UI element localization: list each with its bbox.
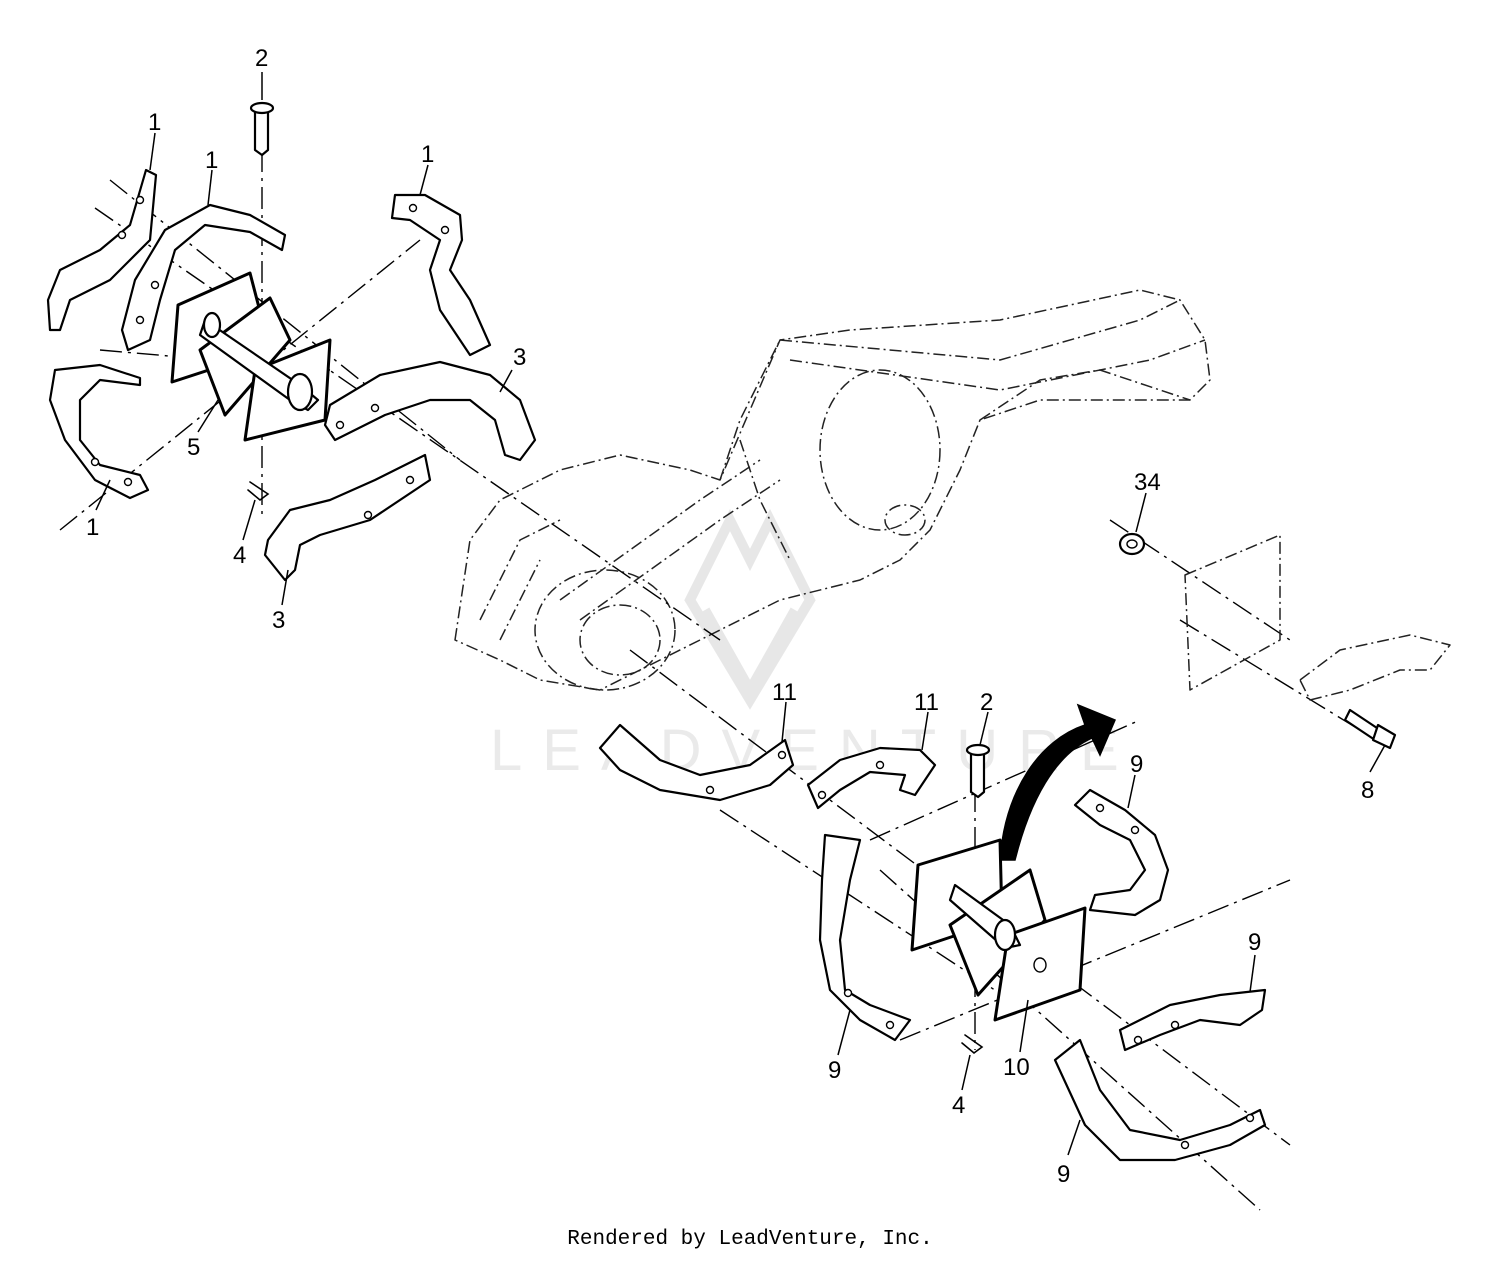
tine-11-right xyxy=(806,746,937,810)
clevis-pin xyxy=(249,101,275,157)
tine-9-bottom xyxy=(1053,1038,1267,1162)
watermark-logo-icon xyxy=(684,508,816,710)
callout-10: 10 xyxy=(1003,1054,1030,1081)
tine-1-upper xyxy=(120,203,287,352)
hairpin-clip xyxy=(247,481,270,502)
callout-8: 8 xyxy=(1361,777,1374,804)
tine-11-left xyxy=(598,723,795,802)
tine-9-left xyxy=(818,833,912,1042)
callout-1: 1 xyxy=(86,514,99,541)
tine-1-upper-left xyxy=(46,168,158,332)
callout-9: 9 xyxy=(1057,1161,1070,1188)
callout-2: 2 xyxy=(980,689,993,716)
watermark-text: LEADVENTURE xyxy=(490,718,1139,783)
ghost-tine xyxy=(1299,634,1451,701)
callout-labels: 1 1 1 1 2 2 3 3 4 4 5 34 8 11 11 9 9 9 9… xyxy=(86,45,1374,1188)
left-tine-assembly xyxy=(46,101,537,582)
callout-4: 4 xyxy=(952,1092,965,1119)
callout-1: 1 xyxy=(148,109,161,136)
transmission-housing-outline xyxy=(454,289,1211,691)
right-tine-parts xyxy=(1118,532,1451,750)
rotation-direction-arrow-icon xyxy=(999,703,1116,861)
callout-2: 2 xyxy=(255,45,268,72)
callout-1: 1 xyxy=(421,141,434,168)
hairpin-clip xyxy=(961,1034,984,1055)
callout-3: 3 xyxy=(272,607,285,634)
callout-11: 11 xyxy=(772,679,797,706)
tine-1-upper-right xyxy=(390,193,492,357)
lower-tine-assembly xyxy=(598,703,1267,1162)
callout-34: 34 xyxy=(1134,469,1161,496)
callout-9: 9 xyxy=(1248,929,1261,956)
callout-3: 3 xyxy=(513,344,526,371)
tine-9-upper-right xyxy=(1073,788,1170,917)
tine-1-lower-left xyxy=(48,363,150,500)
callout-9: 9 xyxy=(828,1057,841,1084)
hex-bolt xyxy=(1343,708,1397,750)
tine-3-lower xyxy=(263,453,432,582)
callout-4: 4 xyxy=(233,542,246,569)
tine-3-right xyxy=(323,360,537,462)
watermark: LEADVENTURE xyxy=(490,508,1139,783)
callout-1: 1 xyxy=(205,147,218,174)
callout-5: 5 xyxy=(187,434,200,461)
ghost-plate xyxy=(1184,534,1281,691)
footer-credit: Rendered by LeadVenture, Inc. xyxy=(567,1228,933,1251)
callout-9: 9 xyxy=(1130,751,1143,778)
callout-leaders xyxy=(95,72,1386,1156)
clevis-pin xyxy=(965,743,991,799)
tine-9-right xyxy=(1118,988,1267,1052)
callout-11: 11 xyxy=(914,689,939,716)
